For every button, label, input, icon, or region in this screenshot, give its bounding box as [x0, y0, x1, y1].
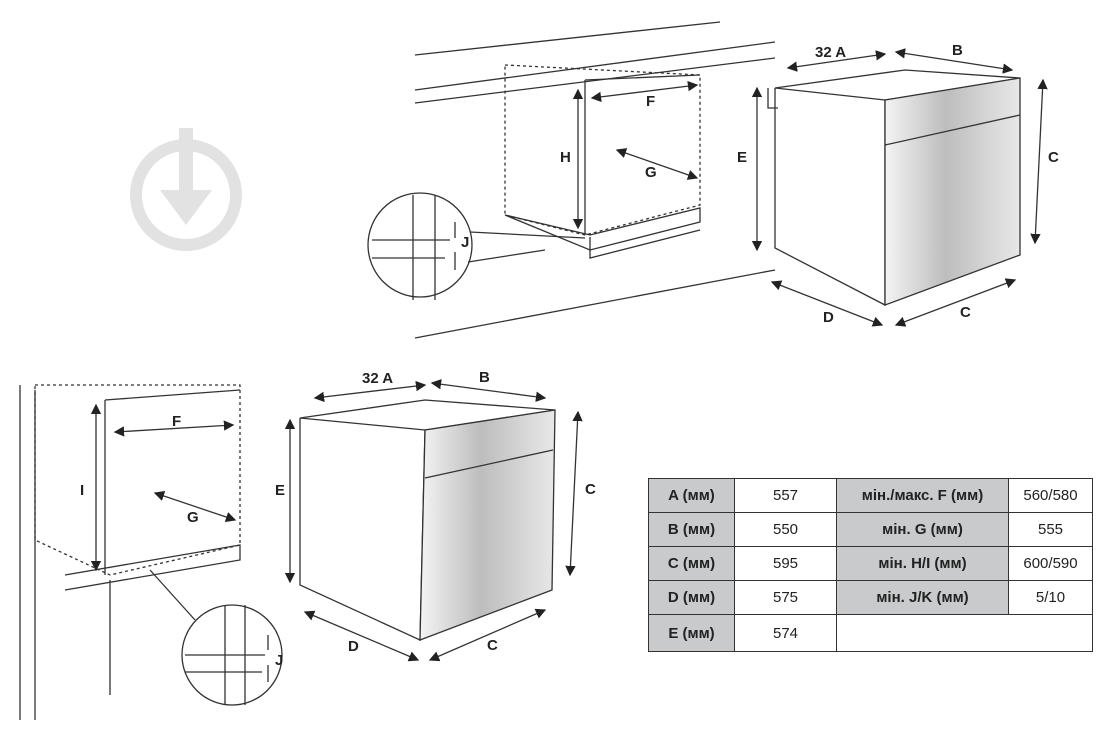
label-J-top: J [461, 234, 469, 251]
dimension-value: 550 [734, 512, 837, 547]
dimension-label: мін. J/K (мм) [836, 580, 1009, 615]
dimension-label: мін./макс. F (мм) [836, 478, 1009, 513]
dimension-label: B (мм) [648, 512, 735, 547]
label-C-right-bottom: C [585, 481, 596, 498]
label-D-top: D [823, 309, 834, 326]
dimension-value: 557 [734, 478, 837, 513]
dimension-label: C (мм) [648, 546, 735, 581]
bottom-cabinet-drawing [19, 384, 283, 720]
table-row: A (мм) 557 мін./макс. F (мм) 560/580 [648, 478, 1093, 513]
label-A-top: 32 A [815, 44, 846, 61]
label-F-top: F [646, 93, 655, 110]
dimension-label: A (мм) [648, 478, 735, 513]
table-row: E (мм) 574 [648, 614, 1093, 652]
label-J-bottom: J [275, 652, 283, 669]
dimensions-table: A (мм) 557 мін./макс. F (мм) 560/580 B (… [648, 478, 1093, 652]
label-B-top: B [952, 42, 963, 59]
bottom-oven-drawing [284, 379, 583, 662]
dimension-label: D (мм) [648, 580, 735, 615]
dimension-value: 5/10 [1008, 580, 1093, 615]
watermark-logo-icon [130, 128, 242, 251]
dimension-value: 600/590 [1008, 546, 1093, 581]
empty-cell [836, 614, 1093, 652]
table-row: B (мм) 550 мін. G (мм) 555 [648, 512, 1093, 547]
label-C-bottom-top: C [960, 304, 971, 321]
label-E-top: E [737, 149, 747, 166]
dimension-label: мін. G (мм) [836, 512, 1009, 547]
dimension-value: 560/580 [1008, 478, 1093, 513]
dimension-value: 574 [734, 614, 837, 652]
dimension-value: 595 [734, 546, 837, 581]
top-cabinet-drawing [367, 21, 776, 339]
label-C-bottom-bottom: C [487, 637, 498, 654]
label-G-top: G [645, 164, 657, 181]
dimension-value: 575 [734, 580, 837, 615]
table-row: C (мм) 595 мін. H/I (мм) 600/590 [648, 546, 1093, 581]
dimension-value: 555 [1008, 512, 1093, 547]
label-I: I [80, 482, 84, 499]
dimension-label: E (мм) [648, 614, 735, 652]
table-row: D (мм) 575 мін. J/K (мм) 5/10 [648, 580, 1093, 615]
dimension-label: мін. H/I (мм) [836, 546, 1009, 581]
top-oven-drawing [751, 48, 1048, 327]
label-B-bottom: B [479, 369, 490, 386]
label-F-bottom: F [172, 413, 181, 430]
label-A-bottom: 32 A [362, 370, 393, 387]
label-H: H [560, 149, 571, 166]
label-G-bottom: G [187, 509, 199, 526]
label-D-bottom: D [348, 638, 359, 655]
label-E-bottom: E [275, 482, 285, 499]
label-C-right-top: C [1048, 149, 1059, 166]
